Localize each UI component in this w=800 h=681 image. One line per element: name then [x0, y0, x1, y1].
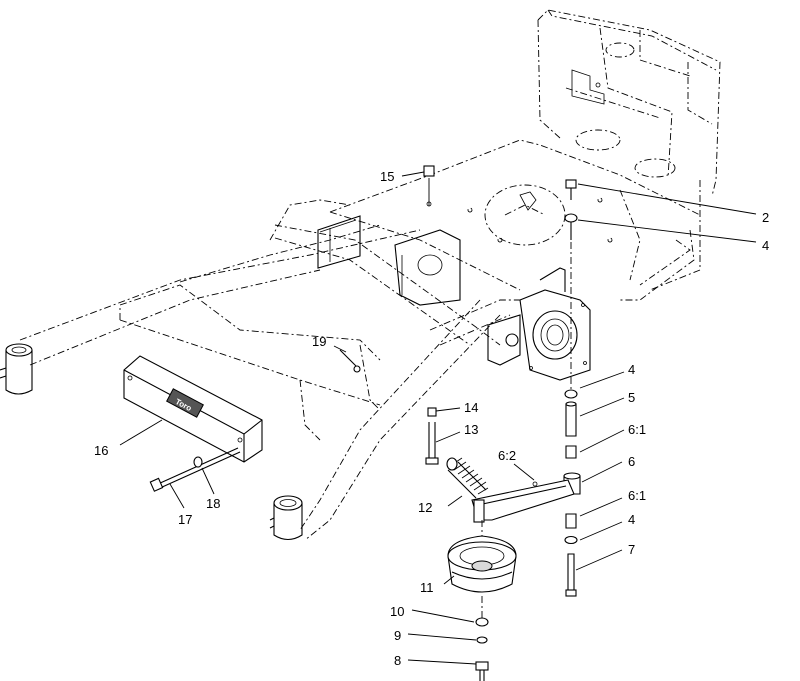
left-caster-tube	[0, 343, 33, 395]
rear-frame-box	[537, 9, 721, 301]
callout-6: 6	[628, 454, 635, 469]
washer-4-top	[564, 213, 578, 240]
bolt-15	[423, 165, 435, 207]
idler-pulley-11	[447, 520, 517, 593]
callout-13: 13	[464, 422, 478, 437]
callout-4-mid: 4	[628, 362, 635, 377]
bolt-7	[567, 553, 575, 591]
front-arm	[299, 299, 520, 541]
bolt-19	[339, 349, 361, 373]
callout-leaders	[119, 171, 757, 665]
center-brackets	[317, 215, 591, 381]
deck-plate	[329, 139, 701, 291]
callout-18: 18	[206, 496, 220, 511]
callout-11: 11	[420, 580, 434, 595]
toro-logo-plate	[166, 388, 204, 418]
callout-5: 5	[628, 390, 635, 405]
callout-6-1-top: 6:1	[628, 422, 646, 437]
callout-4-bot: 4	[628, 512, 635, 527]
callout-17: 17	[178, 512, 192, 527]
callout-6-2: 6:2	[498, 448, 516, 463]
callout-2: 2	[762, 210, 769, 225]
idler-stack	[563, 242, 581, 597]
callout-10: 10	[390, 604, 404, 619]
right-caster-tube	[269, 495, 303, 541]
callout-6-1-bot: 6:1	[628, 488, 646, 503]
callout-16: 16	[94, 443, 108, 458]
callout-9: 9	[394, 628, 401, 643]
washer-4-mid	[564, 389, 578, 399]
callout-labels: 15 2 4 19 16 17 18 14 13 12 6:2 4 5 6:1 …	[94, 169, 769, 668]
callout-19: 19	[312, 334, 326, 349]
callout-7: 7	[628, 542, 635, 557]
bolt-13	[425, 422, 439, 465]
frame-rails	[19, 199, 501, 441]
callout-15: 15	[380, 169, 394, 184]
idler-arm	[471, 479, 575, 523]
bolt-8	[475, 661, 489, 671]
pulley-hardware	[475, 596, 489, 681]
spacer-5	[565, 403, 577, 437]
callout-12: 12	[418, 500, 432, 515]
spacer-10	[475, 617, 489, 627]
spring-12	[446, 457, 489, 499]
bolt-17	[149, 447, 241, 492]
callout-8: 8	[394, 653, 401, 668]
washer-18	[193, 456, 203, 468]
nut-14	[427, 407, 437, 417]
callout-14: 14	[464, 400, 478, 415]
washer-4-bot	[564, 535, 578, 545]
callout-4-top: 4	[762, 238, 769, 253]
washer-9	[476, 636, 488, 644]
rear-cover: Toro	[123, 355, 263, 463]
bolt-2	[565, 179, 577, 200]
bushing-6-1-bot	[565, 513, 577, 529]
bushing-6-1-top	[565, 445, 577, 459]
